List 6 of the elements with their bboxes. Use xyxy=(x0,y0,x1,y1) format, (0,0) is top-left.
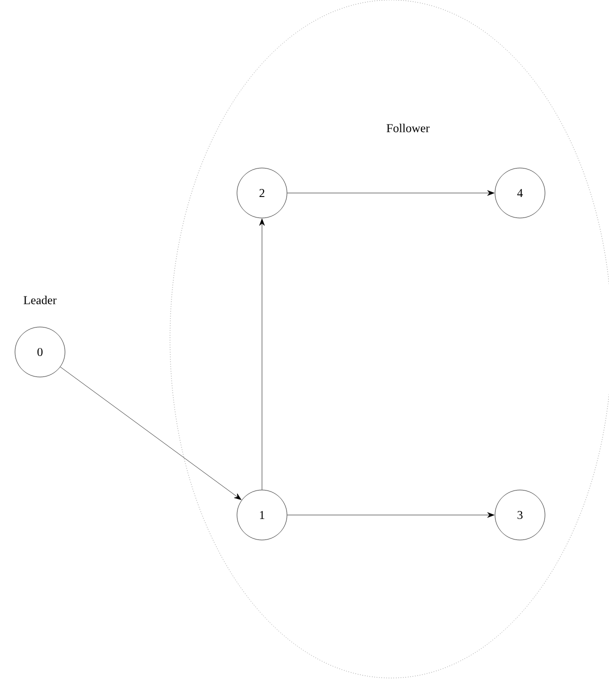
group-label: Follower xyxy=(386,124,430,132)
agent-label: Leader xyxy=(24,296,57,304)
arrow xyxy=(287,512,494,518)
arrow xyxy=(259,218,265,490)
arrow xyxy=(287,190,494,196)
arrow xyxy=(60,366,242,500)
